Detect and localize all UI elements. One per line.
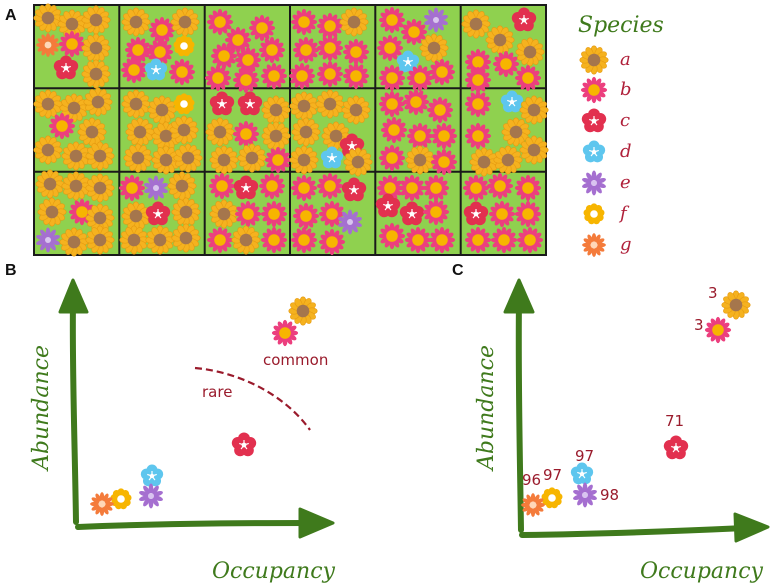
pink-daisy-icon bbox=[271, 319, 299, 347]
count-label-e: 98 bbox=[600, 486, 619, 504]
purple-daisy-icon bbox=[572, 482, 598, 508]
legend-item-a: a bbox=[579, 45, 631, 75]
common-label: common bbox=[263, 351, 328, 369]
legend-letter: d bbox=[620, 141, 632, 162]
count-label-g: 96 bbox=[522, 471, 541, 489]
legend-item-d: d bbox=[580, 139, 632, 166]
rare-label: rare bbox=[202, 383, 232, 401]
sunflower-icon bbox=[288, 296, 318, 326]
orange-daisy-icon bbox=[90, 492, 114, 516]
red-blossom-icon bbox=[579, 107, 609, 136]
species-legend: Species a b c d e f g bbox=[578, 13, 664, 257]
legend-letter: f bbox=[618, 203, 630, 224]
legend-item-b: b bbox=[580, 76, 632, 104]
blue-blossom-icon bbox=[580, 139, 608, 166]
red-blossom-icon bbox=[661, 434, 691, 463]
count-label-b: 3 bbox=[694, 316, 704, 334]
legend-letter: e bbox=[620, 172, 631, 193]
sunflower-icon bbox=[579, 45, 609, 75]
legend-item-g: g bbox=[582, 233, 632, 257]
count-label-a: 3 bbox=[708, 284, 718, 302]
panel-label-b: B bbox=[5, 262, 17, 279]
pink-daisy-icon bbox=[580, 76, 608, 104]
legend-letter: b bbox=[620, 79, 632, 100]
y-axis-label: Abundance bbox=[474, 345, 499, 472]
panel-b: Abundance Occupancy common rare bbox=[29, 278, 336, 584]
y-axis-label: Abundance bbox=[29, 345, 54, 472]
x-axis-arrow bbox=[75, 507, 335, 539]
panel-label-a: A bbox=[5, 7, 17, 24]
orange-daisy-icon bbox=[582, 233, 606, 257]
count-label-d: 97 bbox=[575, 447, 594, 465]
blue-blossom-icon bbox=[568, 461, 596, 488]
panel-c: Abundance Occupancy 3 3 71 97 98 97 96 bbox=[474, 278, 770, 584]
yellow-ring-flower-icon bbox=[109, 488, 133, 511]
pink-daisy-icon bbox=[704, 316, 732, 344]
legend-title: Species bbox=[578, 13, 664, 38]
x-axis-arrow bbox=[519, 512, 770, 543]
yellow-ring-flower-icon bbox=[582, 203, 606, 226]
panel-label-c: C bbox=[452, 262, 464, 279]
legend-item-c: c bbox=[579, 107, 630, 136]
purple-daisy-icon bbox=[138, 483, 164, 509]
legend-item-e: e bbox=[581, 170, 631, 196]
legend-letter: c bbox=[620, 110, 630, 131]
count-label-f: 97 bbox=[543, 466, 562, 484]
x-axis-label: Occupancy bbox=[212, 559, 336, 584]
legend-letter: a bbox=[620, 49, 631, 70]
sunflower-icon bbox=[721, 290, 751, 320]
y-axis-arrow bbox=[58, 278, 89, 525]
rare-common-boundary bbox=[194, 366, 311, 431]
count-label-c: 71 bbox=[665, 412, 684, 430]
legend-letter: g bbox=[620, 234, 632, 255]
orange-daisy-icon bbox=[521, 493, 545, 517]
quadrat-grid bbox=[33, 3, 549, 257]
purple-daisy-icon bbox=[581, 170, 607, 196]
x-axis-label: Occupancy bbox=[640, 559, 764, 584]
legend-item-f: f bbox=[582, 203, 630, 226]
red-blossom-icon bbox=[229, 431, 259, 460]
y-axis-arrow bbox=[503, 278, 535, 533]
